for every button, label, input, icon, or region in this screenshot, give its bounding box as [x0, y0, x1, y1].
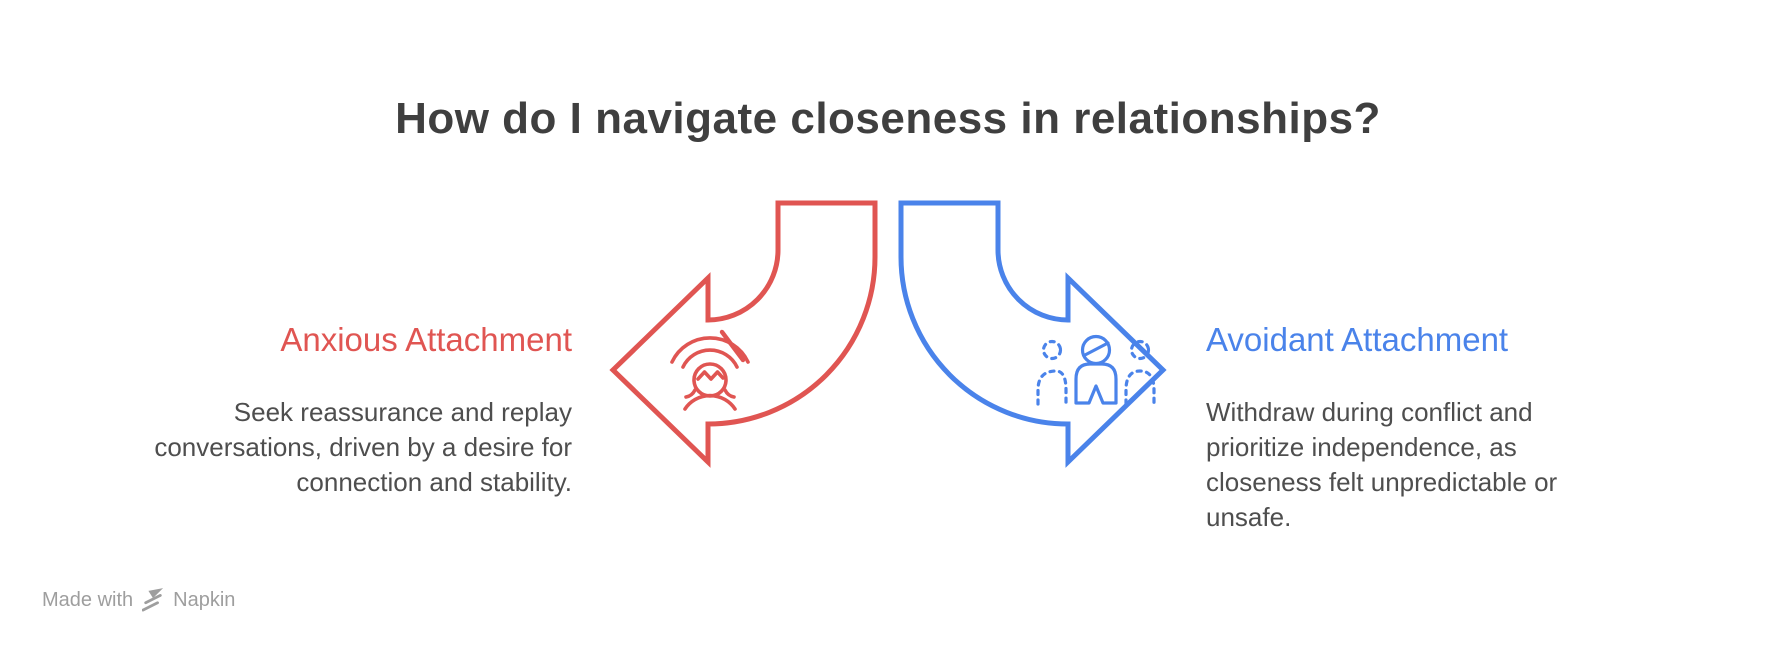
person-standing-apart-from-group-icon — [1036, 334, 1156, 406]
avoidant-attachment-section: Avoidant Attachment Withdraw during conf… — [1206, 320, 1626, 535]
avoidant-attachment-description: Withdraw during conflict and prioritize … — [1206, 397, 1558, 532]
anxious-attachment-section: Anxious Attachment Seek reassurance and … — [67, 320, 572, 500]
made-with-label: Made with — [42, 588, 134, 611]
anxious-attachment-description: Seek reassurance and replay conversation… — [154, 397, 572, 497]
anxious-person-with-worry-waves-icon — [670, 329, 750, 411]
diagram-title: How do I navigate closeness in relations… — [395, 94, 1381, 143]
red-curved-arrow-left — [609, 200, 878, 468]
napkin-logo-icon — [142, 588, 164, 612]
blue-curved-arrow-right — [898, 200, 1167, 468]
anxious-attachment-heading: Anxious Attachment — [280, 321, 572, 358]
avoidant-attachment-heading: Avoidant Attachment — [1206, 321, 1509, 358]
napkin-brand-label: Napkin — [173, 588, 236, 611]
made-with-napkin-credit: Made with Napkin — [42, 588, 235, 612]
